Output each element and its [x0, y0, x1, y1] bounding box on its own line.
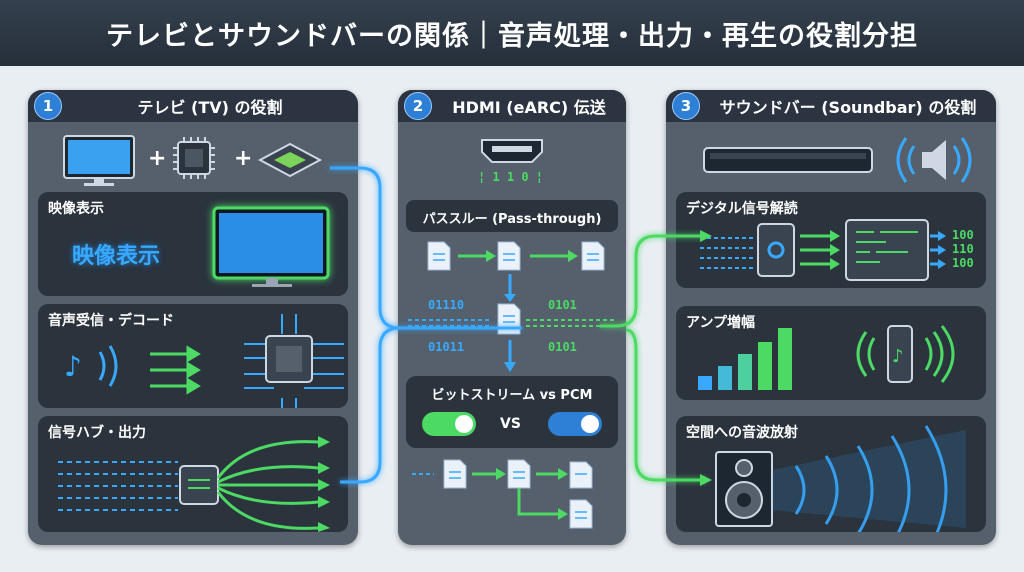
- title-bar: テレビとサウンドバーの関係｜音声処理・出力・再生の役割分担: [0, 0, 1024, 66]
- amplifier-diagram: ♪: [698, 325, 955, 390]
- hub-device-icon: [179, 465, 219, 505]
- panel-hdmi-title: HDMI (eARC) 伝送: [452, 98, 606, 117]
- plus-sign: +: [148, 146, 167, 171]
- step-number-badge: 3: [672, 92, 700, 120]
- panel-soundbar-title: サウンドバー (Soundbar) の役割: [719, 98, 977, 117]
- panel-hdmi-header: 2 HDMI (eARC) 伝送: [398, 90, 626, 122]
- speaker-volume-icon: [896, 137, 972, 183]
- panel-soundbar-header: 3 サウンドバー (Soundbar) の役割: [666, 90, 996, 122]
- processor-board-icon: [257, 142, 323, 178]
- step-number-badge: 1: [34, 92, 62, 120]
- signal-hub-label: 信号ハブ・出力: [48, 425, 146, 441]
- music-note-icon: ♪: [64, 350, 82, 383]
- panel-hdmi: 2 HDMI (eARC) 伝送 ¦ 1 1 0 ¦ パススルー (Pass-t…: [398, 90, 626, 545]
- signal-hub-box: 信号ハブ・出力: [38, 416, 348, 532]
- pass-through-flow: [408, 241, 616, 372]
- panel-tv-header: 1 テレビ (TV) の役割: [28, 90, 358, 122]
- page-title: テレビとサウンドバーの関係｜音声処理・出力・再生の役割分担: [106, 20, 918, 52]
- bits-left-top: 01110: [428, 298, 465, 312]
- step-number-badge: 2: [404, 92, 432, 120]
- video-display-text: 映像表示: [72, 244, 161, 269]
- soundbar-icon: [703, 147, 873, 173]
- digital-decode-label: デジタル信号解読: [686, 201, 798, 217]
- amplifier-box: アンプ増幅 ♪: [676, 306, 986, 400]
- chip-icon: [173, 137, 215, 179]
- hdmi-connector-icon: [481, 139, 543, 163]
- bits-left-bottom: 01011: [428, 340, 465, 354]
- panel-soundbar: 3 サウンドバー (Soundbar) の役割 デジタル信号解読 100 110…: [666, 90, 996, 545]
- spatial-sound-box: 空間への音波放射: [676, 416, 986, 532]
- bitstream-vs-pcm-label: ビットストリーム vs PCM: [431, 388, 593, 403]
- plus-sign: +: [234, 146, 253, 171]
- audio-decode-diagram: ♪: [64, 314, 344, 408]
- digital-decode-diagram: [700, 219, 946, 281]
- panel-tv-title: テレビ (TV) の役割: [137, 98, 283, 117]
- toggle-knob: [581, 415, 599, 433]
- pcm-toggle[interactable]: [548, 412, 602, 436]
- svg-text:♪: ♪: [892, 346, 904, 367]
- sound-wave-icon: [98, 345, 118, 387]
- video-display-label: 映像表示: [48, 201, 104, 217]
- digital-decode-box: デジタル信号解読 100 110 100: [676, 192, 986, 288]
- output-arrows: [216, 440, 319, 530]
- arrows-to-chip: [150, 345, 201, 395]
- audio-decode-box: 音声受信・デコード ♪: [38, 304, 348, 408]
- output-bits-1: 100: [952, 228, 974, 242]
- glowing-tv-icon: [212, 206, 330, 287]
- hdmi-connector-diagram: [481, 139, 543, 163]
- loudspeaker-icon: [715, 451, 773, 527]
- soundbar-icons: [703, 137, 972, 183]
- bits-right-bottom: 0101: [548, 340, 577, 354]
- volume-bars-icon: [698, 328, 792, 390]
- panel-tv: 1 テレビ (TV) の役割 + + 映像表示 映像表示: [28, 90, 358, 545]
- decoder-icon: [757, 223, 795, 277]
- audio-decode-label: 音声受信・デコード: [48, 313, 174, 329]
- bits-right-top: 0101: [548, 298, 577, 312]
- bitstream-toggle[interactable]: [422, 412, 476, 436]
- panel-tv-icons: [63, 135, 323, 186]
- bitstream-vs-pcm-box: ビットストリーム vs PCM VS: [406, 376, 618, 448]
- amplified-speaker-icon: ♪: [856, 325, 955, 383]
- tv-icon: [63, 135, 135, 186]
- output-bits-3: 100: [952, 256, 974, 270]
- spatial-sound-label: 空間への音波放射: [686, 425, 798, 441]
- sound-wave-emission: [794, 425, 948, 532]
- video-display-box: 映像表示 映像表示: [38, 192, 348, 296]
- processor-unit-icon: [845, 219, 929, 281]
- decoder-chip-icon: [244, 314, 344, 408]
- toggle-knob: [455, 415, 473, 433]
- signal-hub-diagram: [58, 436, 330, 532]
- spatial-sound-diagram: [715, 425, 966, 532]
- vs-label: VS: [500, 416, 521, 432]
- gear-icon: [767, 241, 785, 259]
- output-bits-2: 110: [952, 242, 974, 256]
